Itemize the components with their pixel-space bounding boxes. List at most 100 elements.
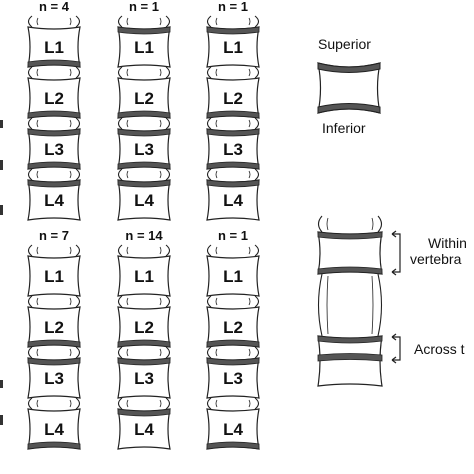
superior-endplate-lesion [27, 179, 81, 188]
disc [117, 346, 171, 359]
inferior-endplate-lesion [117, 110, 171, 119]
vertebra-label: L4 [134, 191, 154, 210]
legend-inferior-endplate [317, 103, 381, 114]
across-label: Across t [414, 341, 465, 357]
disc [206, 346, 260, 359]
legend-disc-middle [317, 273, 383, 337]
vertebra-l1: L1 [206, 26, 260, 68]
vertebra-l2: L2 [117, 77, 171, 119]
legend-superior-endplate [317, 62, 381, 73]
vertebra-label: L1 [223, 38, 243, 57]
left-edge-fragments [0, 120, 3, 425]
disc-top [117, 244, 171, 257]
disc [27, 66, 81, 79]
inferior-endplate-lesion [117, 339, 171, 348]
inferior-endplate-lesion [206, 161, 260, 170]
disc [117, 117, 171, 130]
legend-segment-diagram [317, 215, 383, 387]
legend-across-superior [317, 335, 383, 344]
vertebra-label: L4 [223, 420, 243, 439]
legend-single-vertebra: Superior Inferior [317, 36, 381, 136]
across-bracket [392, 336, 401, 361]
disc [27, 295, 81, 308]
vertebra-label: L4 [134, 420, 154, 439]
legend-disc-top [317, 215, 383, 233]
disc [27, 168, 81, 181]
vertebra-l4: L4 [27, 408, 81, 450]
count-label: n = 1 [218, 0, 248, 14]
vertebra-label: L3 [223, 140, 243, 159]
vertebra-label: L1 [134, 38, 154, 57]
inferior-endplate-lesion [27, 59, 81, 68]
disc [117, 295, 171, 308]
vertebra-l1: L1 [27, 255, 81, 297]
vertebra-label: L2 [44, 89, 64, 108]
superior-endplate-lesion [27, 128, 81, 137]
vertebra-body [117, 255, 171, 297]
vertebra-l3: L3 [206, 357, 260, 399]
disc [27, 346, 81, 359]
vertebra-label: L1 [44, 38, 64, 57]
vertebra-label: L4 [223, 191, 243, 210]
across-arrow-top [391, 333, 397, 341]
superior-endplate-lesion [206, 128, 260, 137]
superior-endplate-lesion [117, 26, 171, 35]
disc [206, 168, 260, 181]
count-label: n = 4 [39, 0, 70, 14]
within-arrow-top [391, 230, 397, 238]
vertebra-label: L3 [44, 369, 64, 388]
disc-top [27, 15, 81, 28]
vertebra-l2: L2 [27, 77, 81, 119]
vertebra-label: L1 [223, 267, 243, 286]
vertebra-l2: L2 [117, 306, 171, 348]
inferior-endplate-lesion [27, 441, 81, 450]
vertebra-label: L1 [44, 267, 64, 286]
disc-top [206, 15, 260, 28]
vertebra-label: L2 [134, 318, 154, 337]
vertebra-l1: L1 [206, 255, 260, 297]
disc [27, 397, 81, 410]
vertebra-label: L2 [223, 89, 243, 108]
vertebra-label: L4 [44, 191, 64, 210]
vertebra-l4: L4 [117, 408, 171, 450]
disc [206, 117, 260, 130]
vertebra-l1: L1 [117, 26, 171, 68]
superior-endplate-lesion [117, 408, 171, 417]
vertebra-label: L3 [44, 140, 64, 159]
superior-endplate-lesion [206, 357, 260, 366]
vertebra-label: L2 [44, 318, 64, 337]
vertebra-l4: L4 [206, 408, 260, 450]
inferior-endplate-lesion [206, 339, 260, 348]
vertebra-label: L4 [44, 420, 64, 439]
disc-top [117, 15, 171, 28]
vertebra-l3: L3 [206, 128, 260, 170]
inferior-label: Inferior [322, 120, 366, 136]
legend-brackets [391, 230, 401, 364]
vertebra-l2: L2 [206, 77, 260, 119]
disc [117, 397, 171, 410]
vertebra-body [206, 255, 260, 297]
disc [206, 295, 260, 308]
superior-label: Superior [318, 36, 371, 52]
count-label: n = 7 [39, 228, 69, 243]
vertebra-l3: L3 [27, 128, 81, 170]
legend-within-superior [317, 231, 383, 240]
superior-endplate-lesion [117, 128, 171, 137]
disc [27, 117, 81, 130]
count-label: n = 1 [129, 0, 159, 14]
vertebra-label: L3 [223, 369, 243, 388]
vertebra-body [27, 255, 81, 297]
vertebra-l2: L2 [27, 306, 81, 348]
vertebra-l3: L3 [117, 357, 171, 399]
vertebra-label: L1 [134, 267, 154, 286]
vertebra-l3: L3 [27, 357, 81, 399]
across-arrow-bottom [391, 356, 397, 364]
inferior-endplate-lesion [206, 110, 260, 119]
legend-within-inferior [317, 266, 383, 275]
